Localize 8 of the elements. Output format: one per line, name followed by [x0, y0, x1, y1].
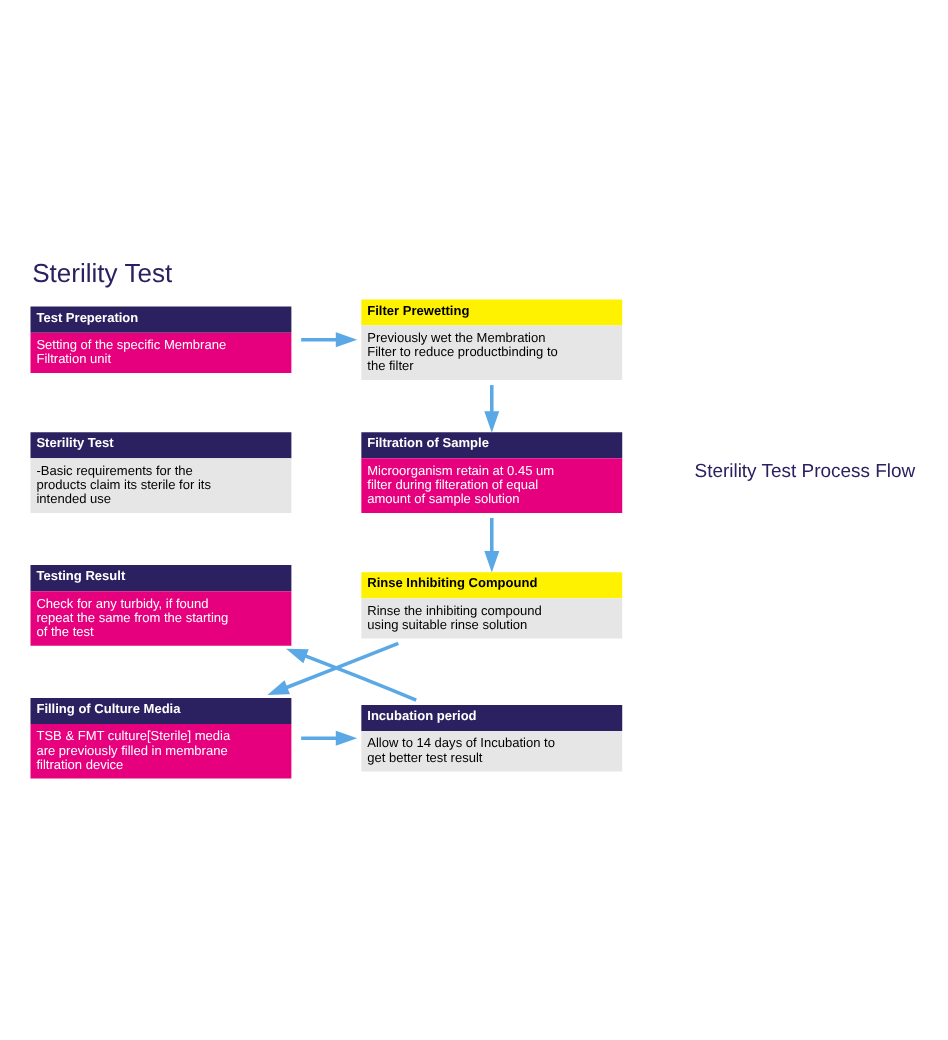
arrow: [286, 648, 417, 702]
label: Sterility Test Process Flow: [694, 461, 916, 484]
arrow: [484, 517, 500, 573]
arrow: [301, 332, 358, 348]
arrow: [484, 385, 500, 433]
arrow: [301, 730, 358, 746]
arrow: [267, 641, 399, 696]
diagram-title: Sterility Test: [32, 258, 173, 289]
